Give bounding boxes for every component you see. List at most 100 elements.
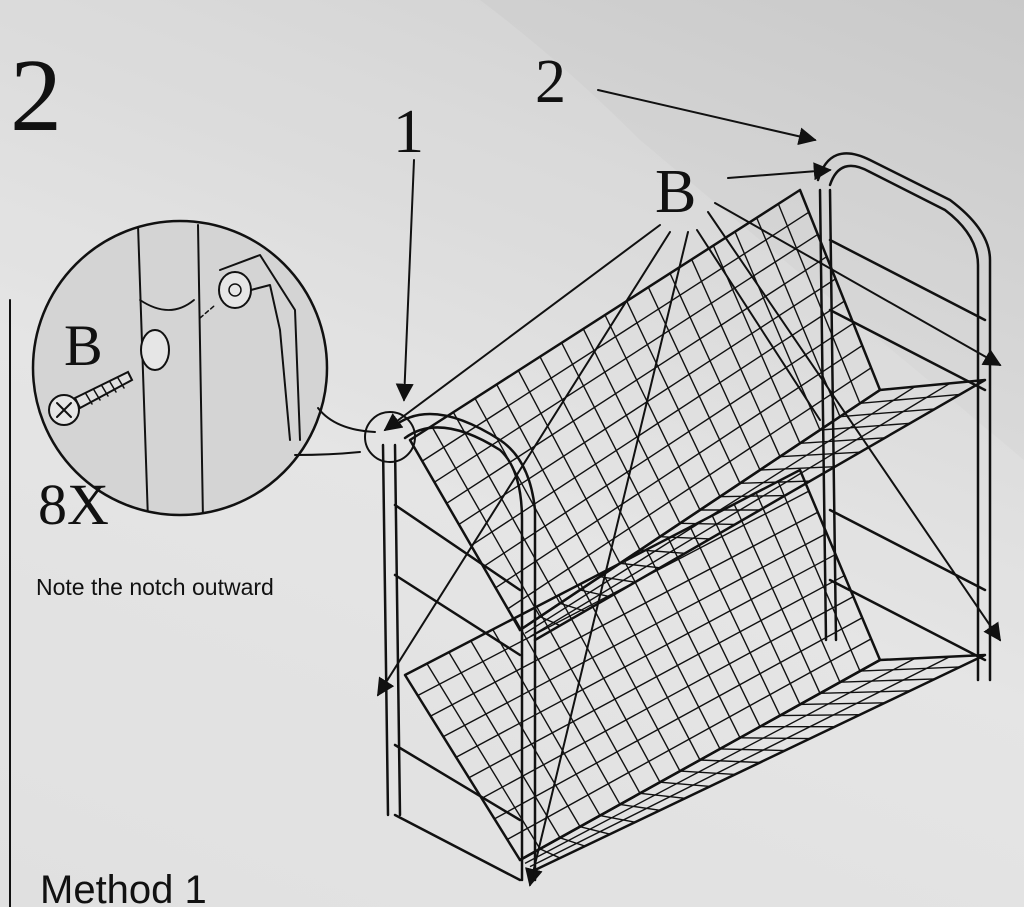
mesh-wire [779, 714, 861, 717]
mesh-wire [507, 367, 872, 610]
mesh-wire [719, 494, 786, 498]
mesh-wire [458, 278, 836, 526]
mesh-wire [539, 356, 641, 551]
mesh-wire [859, 666, 961, 672]
mesh-wire [647, 286, 741, 484]
mesh-wire [446, 256, 828, 504]
leader-b-7 [696, 229, 821, 421]
mesh-wire [639, 792, 686, 800]
mesh-wire [561, 342, 661, 537]
mesh-wire [582, 328, 681, 524]
mesh-wire [524, 386, 916, 634]
notch-hole [140, 329, 170, 371]
bracket-hole [218, 271, 252, 309]
detail-magnifier [31, 219, 376, 517]
mesh-wire [739, 737, 811, 740]
leader-part-2 [597, 89, 817, 146]
mesh-wire [839, 678, 936, 683]
step-number: 2 [10, 38, 62, 153]
mesh-wire [529, 656, 951, 868]
mesh-wire [494, 617, 863, 820]
detail-screw-label: B [64, 313, 103, 378]
mesh-wire [667, 538, 761, 727]
mesh-wire [623, 560, 721, 750]
mesh-wire [839, 408, 936, 418]
mesh-wire [492, 629, 601, 816]
mesh-wire [474, 397, 581, 591]
screw-icon [48, 370, 134, 426]
shelf-mesh [417, 203, 961, 868]
mesh-wire [719, 748, 786, 752]
back-frame [816, 152, 992, 682]
mesh-wire [421, 211, 810, 462]
mesh-wire [579, 583, 681, 772]
mesh-wire [755, 492, 841, 683]
mesh-wire [417, 490, 810, 697]
mesh-wire [496, 384, 601, 577]
mesh-wire [659, 535, 711, 540]
callout-part-2: 2 [535, 48, 566, 116]
leader-b-6 [525, 231, 689, 887]
mesh-wire [859, 393, 961, 405]
mesh-wire [539, 848, 561, 859]
mesh-wire [689, 526, 781, 716]
mesh-wire [711, 515, 801, 705]
mesh-wire [777, 203, 861, 404]
leader-b-4 [383, 224, 661, 432]
leader-part-1 [395, 159, 415, 402]
mesh-wire [645, 549, 741, 739]
detail-note: Note the notch outward [36, 574, 274, 600]
mesh-wire [739, 480, 811, 485]
mesh-wire [514, 617, 621, 805]
mesh-wire [756, 217, 841, 417]
mesh-wire [799, 702, 886, 706]
mesh-wire [669, 273, 761, 471]
mesh-wire [699, 759, 761, 764]
mesh-wire [604, 314, 701, 511]
mesh-wire [599, 814, 636, 823]
callout-screw-b: B [655, 158, 696, 226]
mesh-wire [819, 422, 911, 431]
front-frame [381, 412, 537, 882]
mesh-wire [495, 344, 863, 589]
mesh-wire [733, 503, 821, 694]
mesh-wire [455, 553, 836, 758]
mesh-wire [434, 233, 819, 483]
mesh-wire [430, 511, 819, 717]
mesh-wire [712, 245, 801, 444]
mesh-wire [529, 382, 951, 638]
callout-part-1: 1 [393, 98, 424, 166]
mesh-wire [452, 411, 561, 604]
mesh-wire [619, 803, 661, 811]
mesh-wire [517, 370, 621, 564]
mesh-wire [426, 663, 541, 850]
mesh-wire [819, 690, 911, 695]
mesh-wire [759, 465, 836, 471]
mesh-wire [659, 781, 711, 788]
mesh-wire [679, 522, 736, 526]
mesh-wire [601, 572, 701, 761]
mesh-wire [734, 231, 821, 431]
mesh-wire [448, 651, 561, 839]
mesh-wire [691, 259, 781, 457]
mesh-wire [799, 437, 886, 445]
mesh-wire [679, 770, 736, 776]
mesh-wire [559, 837, 586, 847]
mesh-wire [557, 594, 661, 783]
mesh-wire [579, 825, 611, 835]
mesh-wire [482, 322, 854, 568]
mesh-wire [481, 596, 854, 799]
detail-quantity: 8X [38, 472, 109, 537]
mesh-wire [506, 638, 872, 841]
mesh-wire [524, 657, 916, 864]
leader-b-5 [377, 231, 671, 697]
mesh-wire [470, 300, 845, 547]
method-label: Method 1 [40, 868, 207, 907]
mesh-wire [470, 640, 581, 828]
side-rails [393, 238, 987, 882]
mesh-wire [431, 425, 541, 618]
mesh-wire [777, 481, 861, 672]
mesh-wire [443, 532, 827, 738]
mesh-wire [626, 300, 721, 497]
